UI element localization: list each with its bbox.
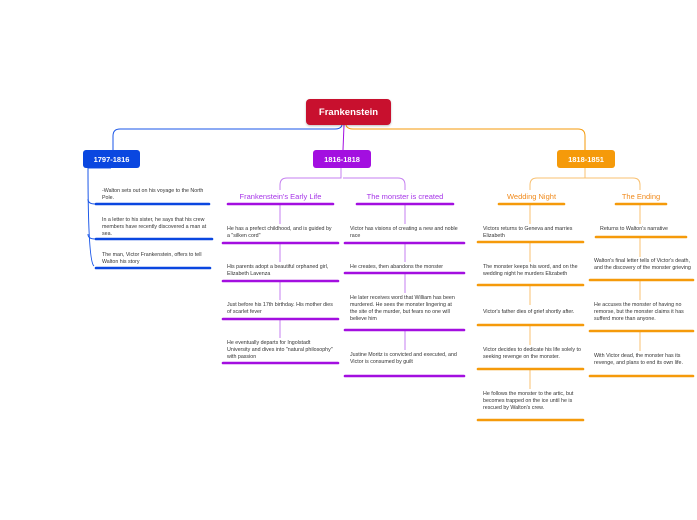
period-node-1818-1851[interactable]: 1818-1851 bbox=[557, 150, 615, 168]
branch-label-the-ending[interactable]: The Ending bbox=[621, 192, 661, 201]
topic-node[interactable]: The monster keeps his word, and on the w… bbox=[483, 264, 578, 277]
period-node-1797-1816[interactable]: 1797-1816 bbox=[83, 150, 140, 168]
topic-node[interactable]: Justine Moritz is convicted and executed… bbox=[350, 352, 457, 365]
topic-node[interactable]: -Walton sets out on his voyage to the No… bbox=[102, 188, 204, 201]
topic-node[interactable]: He accuses the monster of having no remo… bbox=[594, 302, 684, 322]
topic-node[interactable]: Returns to Walton's narrative bbox=[600, 226, 668, 232]
topic-node[interactable]: He eventually departs for Ingolstadt Uni… bbox=[227, 340, 333, 360]
period-node-1816-1818[interactable]: 1816-1818 bbox=[313, 150, 371, 168]
branch-label-early-life[interactable]: Frankenstein's Early Life bbox=[239, 192, 322, 201]
topic-node[interactable]: Just before his 17th birthday. His mothe… bbox=[227, 302, 333, 315]
topic-node[interactable]: Victors returns to Geneva and marries El… bbox=[483, 226, 573, 239]
topic-node[interactable]: He later receives word that William has … bbox=[350, 295, 455, 322]
topic-node[interactable]: He follows the monster to the artic, but… bbox=[483, 391, 574, 411]
topic-node[interactable]: Walton's final letter tells of Victor's … bbox=[594, 258, 691, 271]
topic-node[interactable]: The man, Victor Frankenstein, offers to … bbox=[102, 252, 202, 265]
topic-node[interactable]: With Victor dead, the monster has its re… bbox=[594, 353, 683, 366]
topic-node[interactable]: In a letter to his sister, he says that … bbox=[102, 217, 207, 237]
topic-node[interactable]: His parents adopt a beautiful orphaned g… bbox=[227, 264, 329, 277]
topic-node[interactable]: Victor decides to dedicate his life sole… bbox=[483, 347, 581, 360]
topic-node[interactable]: He creates, then abandons the monster bbox=[350, 264, 444, 270]
topic-node[interactable]: Victor's father dies of grief shortly af… bbox=[483, 309, 575, 315]
branch-label-monster-created[interactable]: The monster is created bbox=[366, 192, 444, 201]
branch-label-wedding-night[interactable]: Wedding Night bbox=[506, 192, 557, 201]
topic-node[interactable]: He has a prefect childhood, and is guide… bbox=[227, 226, 332, 239]
topic-node[interactable]: Victor has visions of creating a new and… bbox=[350, 226, 458, 239]
root-node[interactable]: Frankenstein bbox=[306, 99, 391, 125]
